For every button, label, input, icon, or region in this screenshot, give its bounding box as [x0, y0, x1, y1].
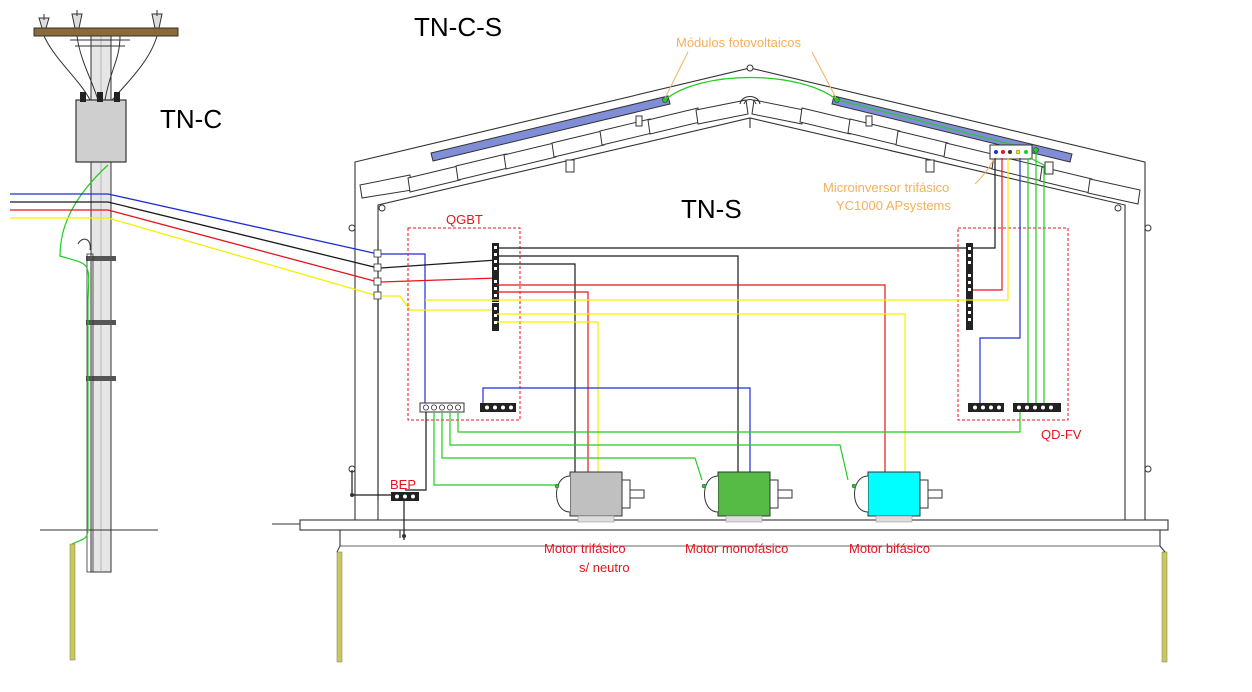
motor-single-phase — [701, 471, 793, 523]
label-tn-c-s: TN-C-S — [414, 12, 502, 42]
label-motor-3ph-2: s/ neutro — [579, 560, 630, 575]
ground-rods — [336, 545, 1168, 663]
utility-pole — [33, 10, 179, 661]
label-pv-modules: Módulos fotovoltaicos — [676, 35, 802, 50]
qd-fv-panel — [957, 227, 1069, 421]
qgbt-panel — [407, 227, 521, 421]
microinverter — [989, 144, 1033, 160]
label-motor-1ph: Motor monofásico — [685, 541, 788, 556]
label-qgbt: QGBT — [446, 212, 483, 227]
bep-busbar — [350, 492, 419, 538]
label-tn-s: TN-S — [681, 194, 742, 224]
motor-two-phase — [851, 471, 943, 523]
label-bep: BEP — [390, 477, 416, 492]
label-motor-3ph-1: Motor trifásico — [544, 541, 626, 556]
label-microinverter-2: YC1000 APsystems — [836, 198, 951, 213]
label-microinverter-1: Microinversor trifásico — [823, 180, 949, 195]
label-tn-c: TN-C — [160, 104, 222, 134]
supply-conductors — [10, 193, 382, 500]
transformer — [75, 92, 127, 163]
label-qd-fv: QD-FV — [1041, 427, 1082, 442]
distribution-wiring — [351, 150, 1045, 540]
label-motor-2ph: Motor bifásico — [849, 541, 930, 556]
motor-three-phase — [554, 471, 645, 523]
